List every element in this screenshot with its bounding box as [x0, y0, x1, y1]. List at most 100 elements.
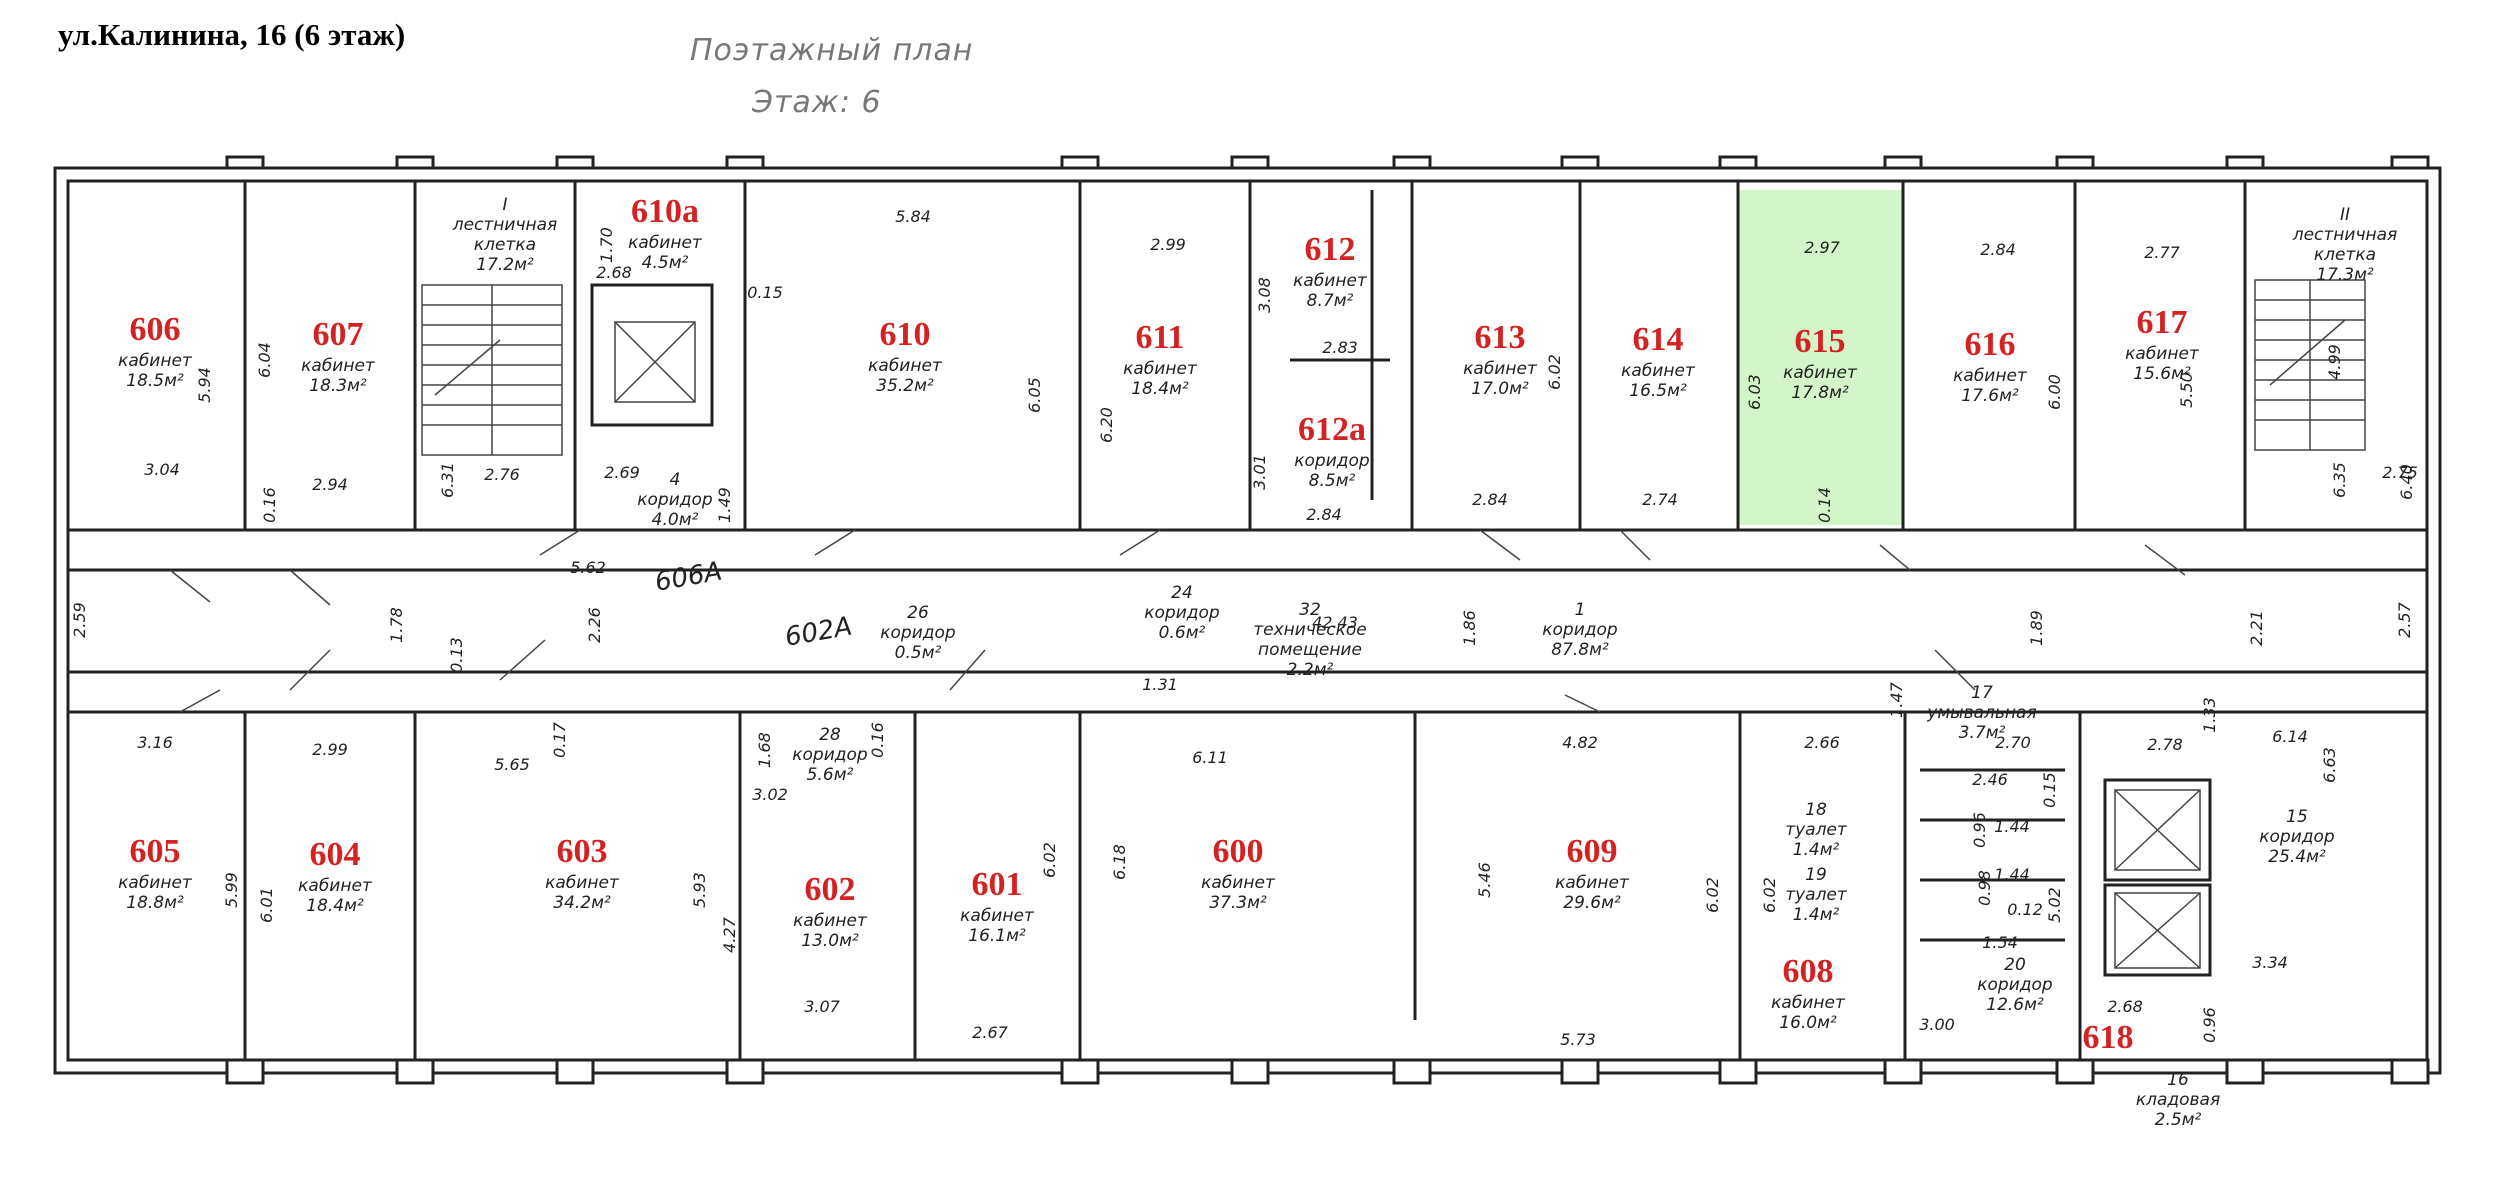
- room-number: 604: [310, 836, 361, 873]
- window-pier: [1060, 1058, 1100, 1085]
- dimension-label: 2.74: [1642, 490, 1678, 509]
- room-number: 602: [805, 871, 856, 908]
- handwritten-602a: 602A: [783, 611, 855, 652]
- dimension-label: 1.44: [1994, 865, 2030, 884]
- room-label-line: кабинет: [301, 356, 376, 376]
- dimension-label: 1.31: [1142, 675, 1178, 694]
- dimension-label: 5.94: [195, 367, 214, 403]
- dimension-label: 3.04: [144, 460, 180, 479]
- room-label-line: 37.3м²: [1209, 893, 1267, 913]
- dimension-label: 5.99: [222, 872, 241, 908]
- window-piers: [225, 155, 2430, 1085]
- space-label-line: помещение: [1258, 640, 1362, 660]
- room-number: 608: [1783, 953, 1834, 990]
- room-label-line: 8.5м²: [1309, 471, 1356, 491]
- room-number: 605: [130, 833, 181, 870]
- dimension-label: 6.05: [1025, 377, 1044, 413]
- dimension-label: 1.70: [597, 227, 616, 263]
- room-number: 600: [1213, 833, 1264, 870]
- dimension-label: 3.34: [2252, 953, 2288, 972]
- dimension-label: 2.83: [1322, 338, 1358, 357]
- address-title: ул.Калинина, 16 (6 этаж): [58, 17, 405, 52]
- dimension-label: 0.98: [1975, 870, 1994, 906]
- room-label-line: кабинет: [628, 233, 703, 253]
- dimension-label: 6.35: [2330, 462, 2349, 498]
- dimension-label: 5.65: [494, 755, 530, 774]
- room-label-line: клетка: [2314, 245, 2376, 265]
- dimension-label: 2.84: [1472, 490, 1508, 509]
- room-number: 601: [972, 866, 1023, 903]
- space-label-line: 2.5м²: [2155, 1110, 2202, 1130]
- room-label-line: кабинет: [1463, 359, 1538, 379]
- dimension-label: 2.68: [596, 263, 632, 282]
- window-pier: [2390, 1058, 2430, 1085]
- dimension-label: 6.63: [2320, 747, 2339, 783]
- window-pier: [1718, 155, 1758, 170]
- handwritten-606a: 606A: [653, 556, 725, 597]
- dimension-label: 3.08: [1255, 277, 1274, 313]
- window-pier: [555, 1058, 595, 1085]
- window-pier: [2225, 155, 2265, 170]
- space-label-line: 26: [907, 603, 929, 623]
- dimension-label: 5.73: [1560, 1030, 1596, 1049]
- space-label-line: 87.8м²: [1551, 640, 1609, 660]
- room-number: 612: [1305, 231, 1356, 268]
- door-swings: [169, 529, 2186, 713]
- window-pier: [555, 155, 595, 170]
- room-label-line: 8.7м²: [1307, 291, 1354, 311]
- dimension-label: 2.70: [1995, 733, 2031, 752]
- window-pier: [1560, 155, 1600, 170]
- dimension-label: 1.47: [1887, 681, 1906, 717]
- dimension-label: 6.02: [1703, 877, 1722, 913]
- space-label-line: 1: [1575, 600, 1586, 620]
- room-label-line: кабинет: [793, 911, 868, 931]
- dimension-label: 0.96: [2200, 1007, 2219, 1043]
- dimension-label: 2.26: [585, 607, 604, 643]
- dimension-label: 3.16: [137, 733, 173, 752]
- floor-label: Этаж: 6: [751, 85, 882, 120]
- dimension-label: 0.14: [1815, 487, 1834, 523]
- outer-walls: [53, 166, 2442, 1075]
- room-label-line: кабинет: [1201, 873, 1276, 893]
- space-label-line: туалет: [1785, 820, 1848, 840]
- space-label-line: коридор: [880, 623, 956, 643]
- space-label-line: 19: [1805, 865, 1827, 885]
- dimension-label: 4.27: [720, 916, 739, 952]
- room-label-line: 15.6м²: [2133, 364, 2191, 384]
- room-number: 616: [1965, 326, 2016, 363]
- room-number: 613: [1475, 319, 1526, 356]
- space-label-line: 17: [1971, 683, 1993, 703]
- dimension-label: 6.20: [1097, 407, 1116, 443]
- dimension-label: 0.13: [447, 637, 466, 673]
- staircase-1: [421, 284, 563, 456]
- room-label-line: кабинет: [1621, 361, 1696, 381]
- dimension-label: 2.75: [2382, 463, 2418, 482]
- window-pier: [1883, 155, 1923, 170]
- dimension-label: 6.14: [2272, 727, 2308, 746]
- room-label-line: 16.1м²: [968, 926, 1026, 946]
- dimension-label: 5.50: [2177, 372, 2196, 408]
- room-label-line: 13.0м²: [801, 931, 859, 951]
- dimension-label: 2.68: [2107, 997, 2143, 1016]
- dimension-label: 2.77: [2144, 243, 2180, 262]
- room-number: 617: [2137, 304, 2188, 341]
- space-label-line: коридор: [2259, 827, 2335, 847]
- dimension-label: 1.33: [2200, 697, 2219, 733]
- window-pier: [1883, 1058, 1923, 1085]
- room-label-line: 17.8м²: [1791, 383, 1849, 403]
- window-pier: [1560, 1058, 1600, 1085]
